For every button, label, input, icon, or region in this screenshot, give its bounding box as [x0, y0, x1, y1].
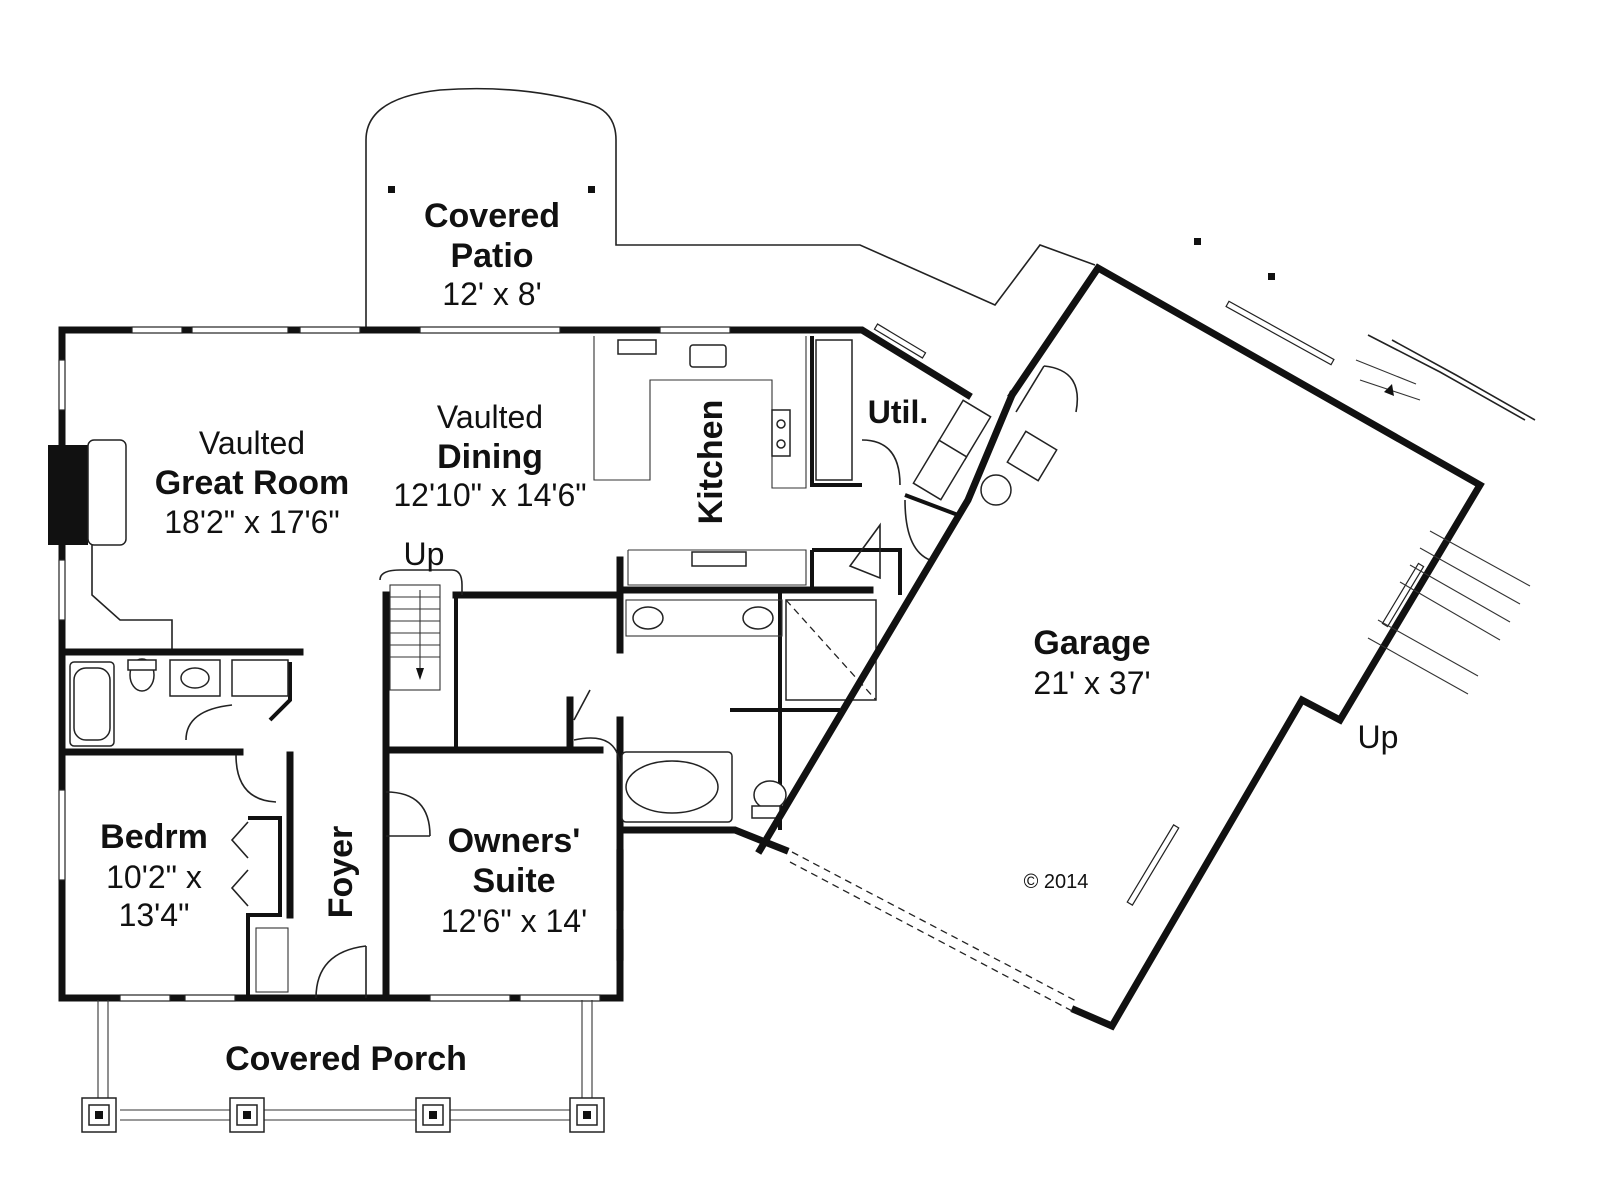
covered-patio-dims: 12' x 8': [442, 276, 541, 312]
fireplace: [48, 439, 173, 650]
bedroom-closet: [230, 821, 289, 993]
covered-patio-name-line1: Covered: [424, 197, 560, 235]
covered-porch-posts: [81, 1000, 605, 1133]
stair: [379, 569, 463, 691]
garage-name: Garage: [1033, 624, 1150, 662]
great-room-qualifier: Vaulted: [199, 425, 305, 461]
garage-exterior-stair: [1355, 334, 1536, 695]
owners-suite-name-line1: Owners': [448, 822, 581, 860]
doors: [315, 791, 431, 999]
garage-walls: [755, 263, 1485, 1031]
kitchen-counters: [593, 336, 853, 586]
dining-name: Dining: [437, 438, 543, 476]
owners-suite-dims: 12'6" x 14': [441, 903, 587, 939]
covered-patio-name-line2: Patio: [450, 237, 533, 275]
covered-patio-outline: [365, 87, 1275, 330]
kitchen-name: Kitchen: [692, 400, 730, 525]
hall-bath-fixtures: [69, 658, 289, 803]
bedroom-dims-line1: 10'2" x: [106, 859, 202, 895]
great-room-dims: 18'2" x 17'6": [164, 504, 340, 540]
bedroom-dims-line2: 13'4": [119, 897, 190, 933]
utility-name: Util.: [868, 394, 928, 430]
dining-dims: 12'10" x 14'6": [393, 477, 586, 513]
garage-dims: 21' x 37': [1033, 665, 1150, 701]
foyer-name: Foyer: [322, 826, 360, 919]
copyright-notice: © 2014: [1024, 871, 1089, 893]
bedroom-name: Bedrm: [100, 818, 208, 856]
garage-stair-up-label: Up: [1358, 719, 1399, 755]
great-room-name: Great Room: [155, 464, 350, 502]
utility-fixtures: [861, 399, 992, 561]
covered-porch-name: Covered Porch: [225, 1040, 467, 1078]
owners-suite-name-line2: Suite: [472, 862, 555, 900]
dining-qualifier: Vaulted: [437, 399, 543, 435]
stair-up-label: Up: [404, 536, 445, 572]
